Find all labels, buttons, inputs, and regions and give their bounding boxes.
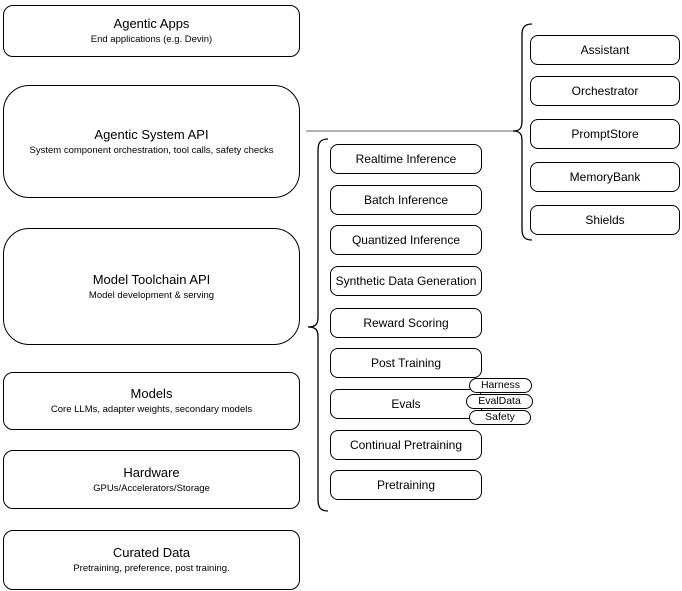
- layer-models: Models Core LLMs, adapter weights, secon…: [3, 372, 300, 430]
- layer-model-toolchain-api: Model Toolchain API Model development & …: [3, 228, 300, 345]
- layer-subtitle: End applications (e.g. Devin): [90, 34, 213, 45]
- layer-title: Models: [130, 386, 173, 401]
- eval-tag-safety: Safety: [469, 410, 531, 425]
- system-brace: [512, 23, 533, 241]
- component-quantized-inference: Quantized Inference: [330, 225, 482, 255]
- component-label: Pretraining: [376, 478, 436, 492]
- component-pretraining: Pretraining: [330, 470, 482, 500]
- layer-agentic-apps: Agentic Apps End applications (e.g. Devi…: [3, 5, 300, 57]
- component-label: Realtime Inference: [355, 152, 457, 166]
- eval-tag-evaldata: EvalData: [466, 394, 533, 409]
- component-label: Reward Scoring: [363, 316, 449, 330]
- component-label: Continual Pretraining: [349, 438, 463, 452]
- layer-subtitle: Core LLMs, adapter weights, secondary mo…: [50, 404, 253, 415]
- system-component-label: Shields: [585, 213, 625, 227]
- layer-subtitle: GPUs/Accelerators/Storage: [93, 482, 210, 494]
- component-continual-pretraining: Continual Pretraining: [330, 430, 482, 460]
- layer-title: Model Toolchain API: [92, 271, 211, 287]
- system-component-label: PromptStore: [571, 127, 639, 141]
- eval-tag-label: Safety: [485, 411, 515, 423]
- layer-agentic-system-api: Agentic System API System component orch…: [3, 85, 300, 198]
- system-component-orchestrator: Orchestrator: [530, 76, 680, 106]
- layer-hardware: Hardware GPUs/Accelerators/Storage: [3, 450, 300, 509]
- system-component-promptstore: PromptStore: [530, 119, 680, 149]
- layer-title: Agentic System API: [94, 126, 209, 142]
- system-component-assistant: Assistant: [530, 35, 680, 65]
- component-label: Quantized Inference: [351, 233, 461, 247]
- component-reward-scoring: Reward Scoring: [330, 308, 482, 338]
- eval-tag-label: EvalData: [478, 395, 521, 407]
- toolchain-brace: [307, 138, 329, 512]
- layer-title: Curated Data: [112, 545, 191, 560]
- system-component-label: MemoryBank: [569, 170, 641, 184]
- component-batch-inference: Batch Inference: [330, 185, 482, 215]
- component-label: Evals: [391, 397, 421, 411]
- component-label: Synthetic Data Generation: [335, 274, 477, 288]
- layer-subtitle: Pretraining, preference, post training.: [73, 563, 230, 574]
- layer-title: Hardware: [123, 464, 180, 480]
- component-label: Batch Inference: [363, 193, 449, 207]
- system-component-memorybank: MemoryBank: [530, 162, 680, 192]
- layer-title: Agentic Apps: [113, 16, 190, 31]
- eval-tag-label: Harness: [480, 379, 521, 391]
- component-evals: Evals: [330, 389, 482, 419]
- layer-subtitle: Model development & serving: [88, 289, 215, 301]
- component-synthetic-data-generation: Synthetic Data Generation: [330, 266, 482, 296]
- system-component-shields: Shields: [530, 205, 680, 235]
- system-component-label: Orchestrator: [571, 84, 639, 98]
- eval-tag-harness: Harness: [469, 378, 532, 393]
- layer-curated-data: Curated Data Pretraining, preference, po…: [3, 530, 300, 590]
- component-post-training: Post Training: [330, 348, 482, 378]
- component-realtime-inference: Realtime Inference: [330, 144, 482, 174]
- system-component-label: Assistant: [580, 43, 630, 57]
- component-label: Post Training: [370, 356, 442, 370]
- layer-subtitle: System component orchestration, tool cal…: [29, 144, 274, 156]
